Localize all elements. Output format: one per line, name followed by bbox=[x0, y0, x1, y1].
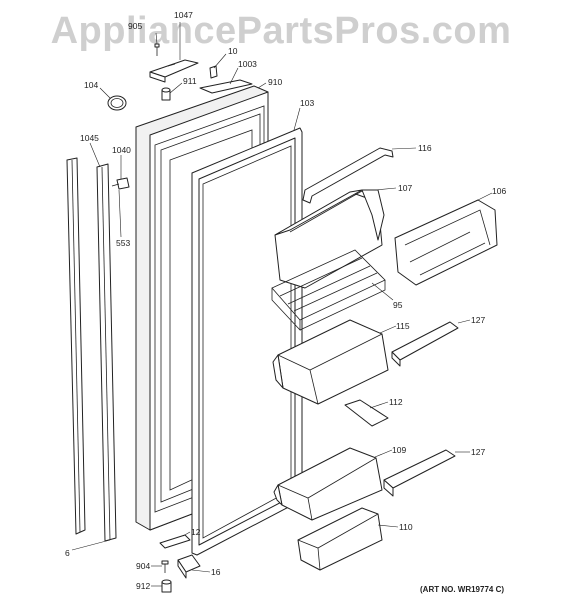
bracket-112 bbox=[344, 399, 389, 427]
trim-strip-1045 bbox=[66, 157, 86, 535]
callout-103: 103 bbox=[300, 98, 314, 108]
callout-110: 110 bbox=[399, 522, 413, 532]
callout-6: 6 bbox=[65, 548, 70, 558]
callout-95: 95 bbox=[393, 300, 403, 310]
callout-16: 16 bbox=[211, 567, 221, 577]
callout-904: 904 bbox=[136, 561, 150, 571]
screw-905 bbox=[154, 43, 160, 56]
bushing-911 bbox=[161, 87, 171, 101]
leader-lines bbox=[71, 22, 493, 587]
callout-109: 109 bbox=[392, 445, 406, 455]
hinge-bracket-12 bbox=[159, 534, 191, 549]
callout-127-upper: 127 bbox=[471, 315, 485, 325]
dairy-door-106 bbox=[394, 199, 498, 286]
door-stop-1040 bbox=[111, 177, 130, 190]
wire-rack-95 bbox=[271, 249, 386, 332]
screw-904 bbox=[161, 560, 169, 573]
door-gasket bbox=[191, 127, 303, 556]
callout-553: 553 bbox=[116, 238, 130, 248]
hinge-16 bbox=[177, 554, 201, 579]
callout-1045: 1045 bbox=[80, 133, 99, 143]
bin-trim-127-upper bbox=[391, 321, 459, 367]
callout-1047: 1047 bbox=[174, 10, 193, 20]
callout-911: 911 bbox=[183, 76, 197, 86]
callout-912: 912 bbox=[136, 581, 150, 591]
callout-104: 104 bbox=[84, 80, 98, 90]
callout-112: 112 bbox=[389, 397, 403, 407]
door-bin-110 bbox=[297, 507, 383, 571]
callout-12: 12 bbox=[191, 527, 201, 537]
callout-115: 115 bbox=[396, 321, 410, 331]
callout-910: 910 bbox=[268, 77, 282, 87]
watermark-text: AppliancePartsPros.com bbox=[50, 10, 512, 52]
callout-107: 107 bbox=[398, 183, 412, 193]
bin-handle-116 bbox=[302, 147, 394, 204]
door-bin-115 bbox=[272, 319, 389, 405]
top-hinge-bracket bbox=[149, 59, 199, 83]
hinge-pin-10 bbox=[209, 65, 218, 79]
trim-strip-6 bbox=[96, 163, 117, 542]
callout-106: 106 bbox=[492, 186, 506, 196]
callout-1040: 1040 bbox=[112, 145, 131, 155]
callout-10: 10 bbox=[228, 46, 238, 56]
door-bin-109 bbox=[273, 447, 383, 521]
callout-905: 905 bbox=[128, 21, 142, 31]
callout-116: 116 bbox=[418, 143, 432, 153]
bushing-912 bbox=[161, 579, 172, 593]
callout-127-lower: 127 bbox=[471, 447, 485, 457]
bin-trim-127-lower bbox=[383, 449, 456, 497]
bushing-104 bbox=[107, 95, 127, 111]
art-number: (ART NO. WR19774 C) bbox=[420, 585, 504, 594]
callout-1003: 1003 bbox=[238, 59, 257, 69]
door-cap-1003 bbox=[199, 79, 253, 94]
dairy-bin-107 bbox=[274, 189, 385, 289]
